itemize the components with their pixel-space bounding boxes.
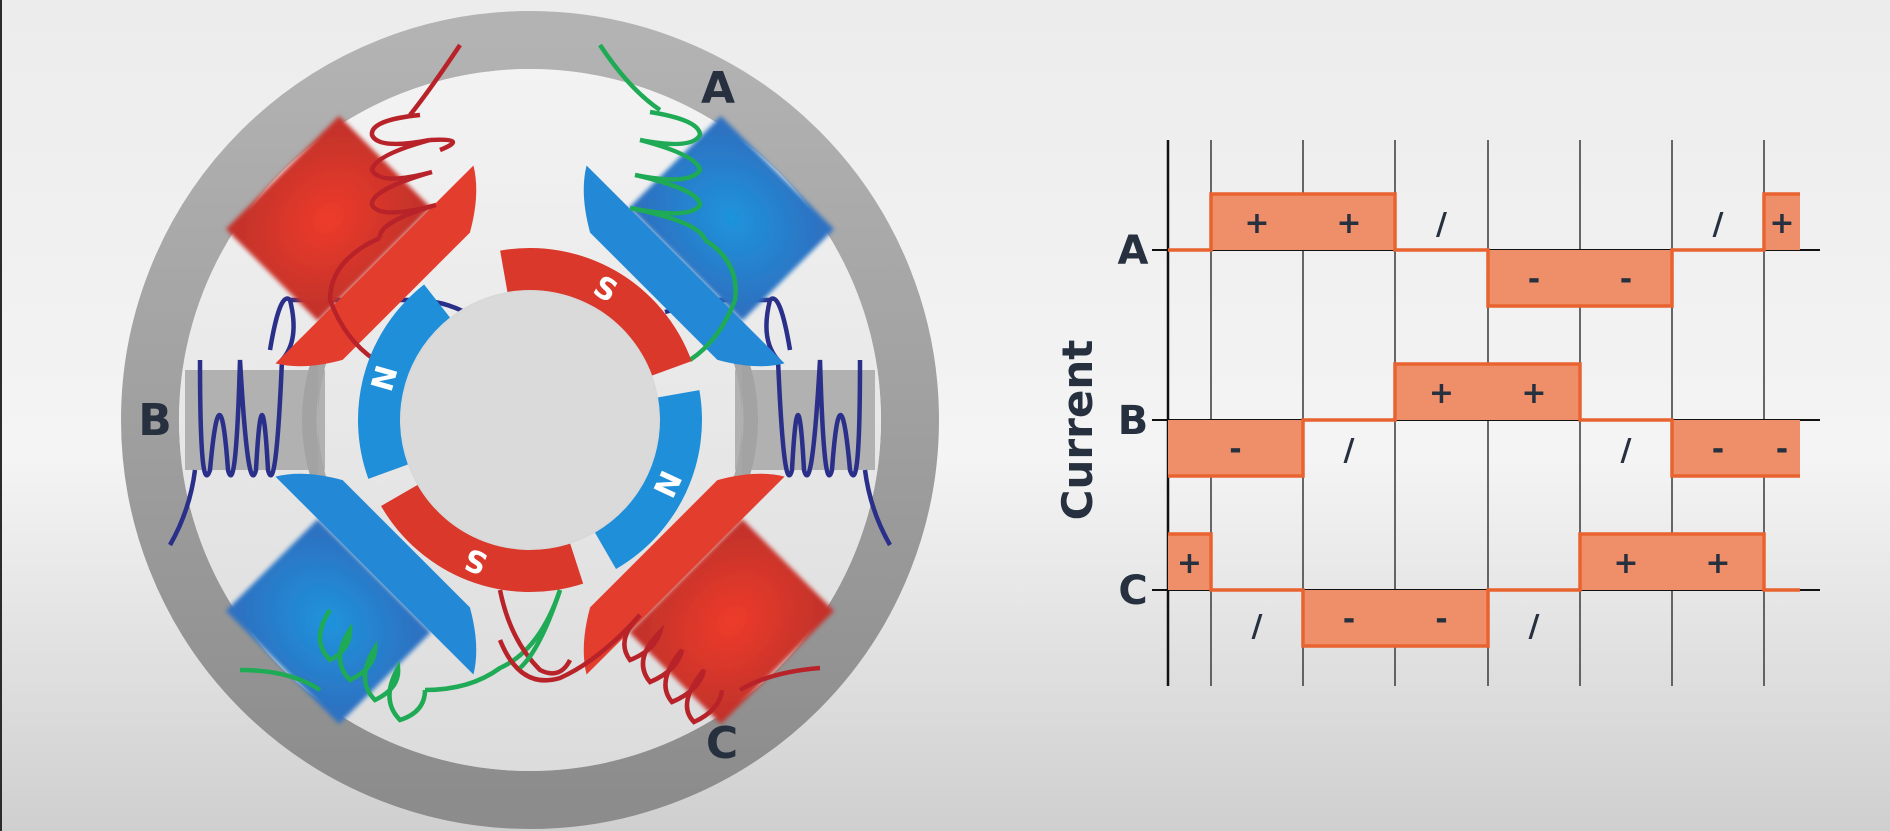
rotor-magnet-n xyxy=(358,284,450,479)
current-pulse-positive xyxy=(1211,194,1303,250)
phase-state-plus: + xyxy=(1336,206,1361,241)
current-pulse-negative xyxy=(1168,420,1303,476)
current-pulse-negative xyxy=(1395,590,1488,646)
current-pulse-positive xyxy=(1168,534,1211,590)
current-pulse-negative xyxy=(1303,590,1395,646)
current-pulse-negative xyxy=(1672,420,1764,476)
phase-state-off: / xyxy=(1252,609,1263,644)
phase-state-plus: + xyxy=(1429,376,1454,411)
phase-state-off: / xyxy=(1529,609,1540,644)
phase-current-trace xyxy=(1168,532,1800,648)
phase-state-plus: + xyxy=(1177,546,1202,581)
chart-row-label: A xyxy=(1118,228,1149,274)
rotor-magnet-s xyxy=(381,485,584,592)
coil-c-bottom-right xyxy=(497,473,835,725)
stator-ring xyxy=(121,11,939,829)
phase-state-minus: - xyxy=(1229,432,1241,467)
coil-a-top-right xyxy=(583,43,835,367)
chart-axis-label: Current xyxy=(1053,340,1102,521)
phase-state-plus: + xyxy=(1613,546,1638,581)
phase-state-off: / xyxy=(1436,207,1447,242)
phase-state-plus: + xyxy=(1521,376,1546,411)
current-pulse-negative xyxy=(1488,250,1580,306)
current-pulse-positive xyxy=(1488,364,1580,420)
current-pulse-positive xyxy=(1303,194,1395,250)
phase-state-minus: - xyxy=(1343,602,1355,637)
phase-state-minus: - xyxy=(1620,262,1632,297)
current-pulse-positive xyxy=(1395,364,1488,420)
rotor-hub xyxy=(402,292,658,548)
current-pulse-negative xyxy=(1580,250,1672,306)
current-pulse-negative xyxy=(1764,420,1800,476)
phase-state-plus: + xyxy=(1769,206,1794,241)
chart-row-label: B xyxy=(1118,398,1149,444)
phase-state-off: / xyxy=(1621,433,1632,468)
commutation-timing-chart: Current + + / - - / + - / + + / - - + / - - / + + A B C xyxy=(1053,140,1820,686)
phase-state-plus: + xyxy=(1705,546,1730,581)
phase-label-b: B xyxy=(138,395,172,446)
phase-state-off: / xyxy=(1344,433,1355,468)
current-pulse-positive xyxy=(1672,534,1764,590)
crossing-wires xyxy=(497,589,573,676)
left-edge-line xyxy=(0,0,2,831)
phase-state-minus: - xyxy=(1435,602,1447,637)
phase-current-trace xyxy=(1168,192,1800,308)
chart-row-label: C xyxy=(1118,568,1147,614)
current-pulse-positive xyxy=(1764,194,1800,250)
phase-label-c: C xyxy=(706,718,738,769)
phase-state-minus: - xyxy=(1528,262,1540,297)
phase-current-trace xyxy=(1168,362,1800,478)
coil-a-top-left xyxy=(225,43,477,367)
phase-state-minus: - xyxy=(1712,432,1724,467)
rotor-magnet-n xyxy=(595,390,703,569)
phase-state-plus: + xyxy=(1244,206,1269,241)
phase-state-off: / xyxy=(1713,207,1724,242)
phase-label-a: A xyxy=(701,63,735,114)
current-pulse-positive xyxy=(1580,534,1672,590)
phase-state-minus: - xyxy=(1776,432,1788,467)
coil-c-bottom-left xyxy=(225,473,563,725)
rotor-magnet-s xyxy=(500,248,692,376)
